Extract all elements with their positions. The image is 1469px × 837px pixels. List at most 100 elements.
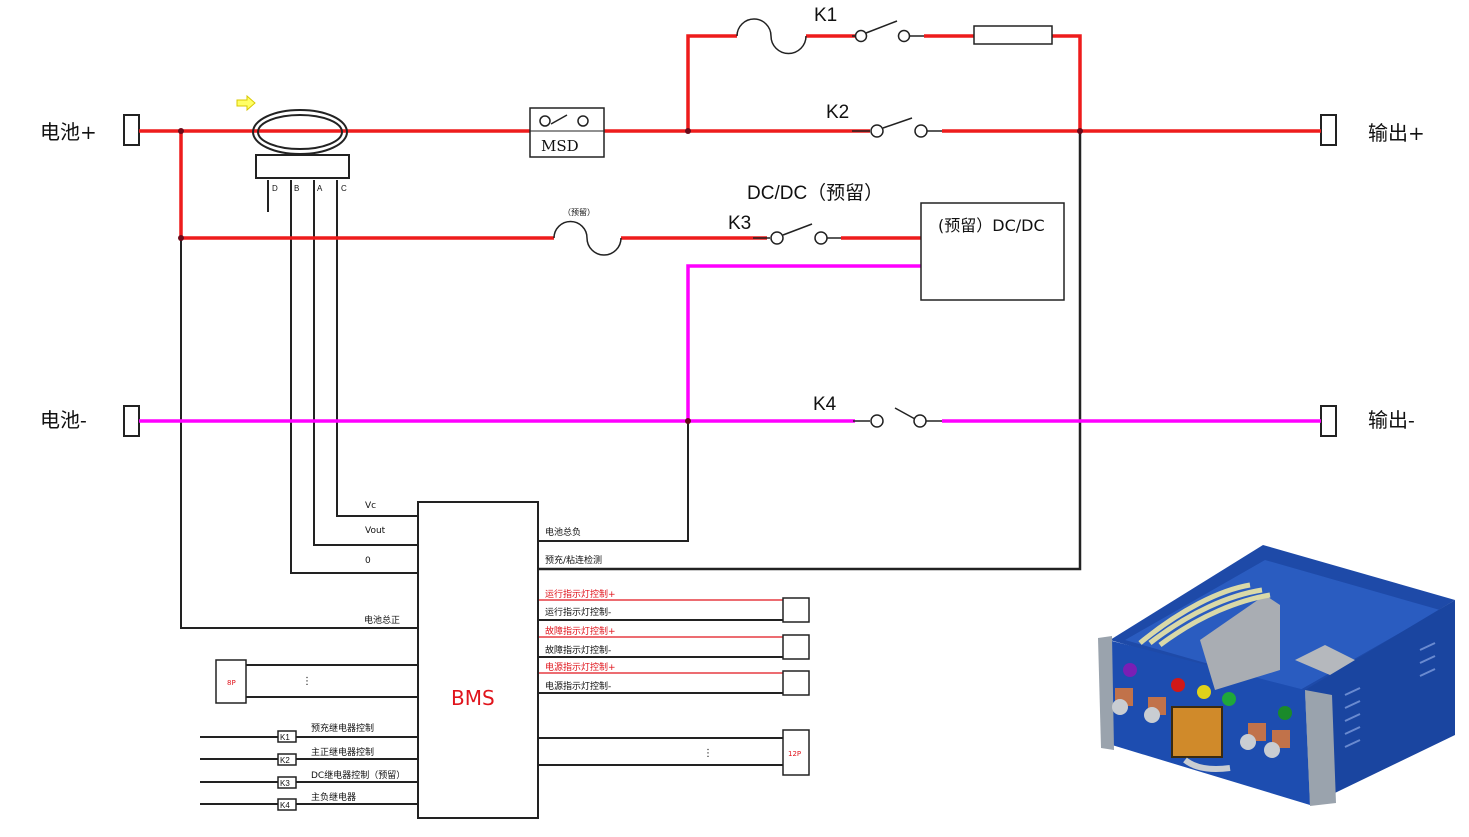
- connector-caps: [1112, 699, 1280, 758]
- fuse-reserved-note: （预留）: [563, 207, 595, 217]
- side-vents: [1344, 642, 1436, 748]
- precharge-resistor: [973, 25, 1053, 45]
- output-negative-label: 输出-: [1368, 408, 1415, 432]
- bms-input-vout: Vout: [365, 526, 386, 536]
- sensor-pin-d: D: [272, 184, 278, 193]
- internal-module: [1200, 595, 1280, 690]
- bms-block: [417, 501, 539, 819]
- bms-input-vc: Vc: [365, 501, 376, 511]
- wire-battery-total-positive: [180, 131, 418, 629]
- current-sensor: D B A C: [236, 94, 350, 193]
- relay-k1-switch: [852, 20, 924, 43]
- junction-dots: [178, 128, 1083, 424]
- signal-run-light-plus: 运行指示灯控制+: [545, 588, 616, 600]
- arrow-icon: [236, 94, 256, 112]
- dcdc-converter-box: [920, 202, 1065, 301]
- bms-input-zero: 0: [365, 556, 371, 566]
- rack-ear-right: [1305, 690, 1336, 806]
- negative-circuit: [139, 264, 1321, 423]
- svg-text:K1: K1: [280, 733, 290, 742]
- indicator-lamp-red: [1171, 678, 1185, 692]
- relay-control-k2: K2 主正继电器控制: [277, 746, 374, 766]
- bms-label: BMS: [451, 686, 495, 710]
- enclosure-inner-floor: [1125, 560, 1440, 690]
- connector-12p-ellipsis: ⋮: [703, 748, 713, 759]
- junction-dot: [685, 418, 691, 424]
- power-light-box: [782, 670, 810, 696]
- indicator-lamp-yellow: [1197, 685, 1211, 699]
- internal-module-2: [1295, 645, 1355, 675]
- relay-control-k4: K4 主负继电器: [277, 791, 356, 811]
- output-positive-label: 输出+: [1368, 121, 1425, 145]
- sensor-pin-b: B: [294, 184, 299, 193]
- battery-positive-label: 电池+: [40, 120, 97, 144]
- fuse-dcdc-branch: [553, 220, 622, 256]
- indicator-lamp-green: [1222, 692, 1236, 706]
- relay-k3-switch: [753, 223, 841, 245]
- msd-switch: MSD: [529, 107, 605, 158]
- handle: [1183, 757, 1231, 772]
- battery-negative-terminal: [123, 405, 140, 437]
- svg-text:K4: K4: [280, 801, 290, 810]
- rack-ear-left: [1098, 636, 1114, 750]
- battery-positive-terminal: [123, 114, 140, 146]
- relay-k2-switch: [852, 117, 942, 138]
- wire-k1-branch-right: [1052, 34, 1082, 131]
- bms-input-total-positive: 电池总正: [364, 614, 400, 626]
- wire-dcdc-negative: [686, 264, 921, 421]
- indicator-lamp-purple: [1123, 663, 1137, 677]
- svg-text:K3: K3: [280, 779, 290, 788]
- positive-circuit: [139, 34, 1321, 240]
- wire-k1-branch-left: [686, 34, 737, 131]
- dcdc-box-label: (预留）DC/DC: [938, 216, 1045, 235]
- signal-power-light-plus: 电源指示灯控制+: [545, 661, 616, 673]
- product-render: [1098, 545, 1455, 806]
- busbars: [1138, 582, 1271, 648]
- battery-negative-label: 电池-: [40, 408, 87, 432]
- indicator-plus-wires: [538, 599, 783, 674]
- signal-fault-light-minus: 故障指示灯控制-: [545, 644, 611, 656]
- sensor-pin-a: A: [317, 184, 323, 193]
- indicator-lamp-green-2: [1278, 706, 1292, 720]
- wire-k3-branch: [179, 131, 554, 240]
- bms-output-total-negative: 电池总负: [545, 526, 581, 538]
- fuse-k1-branch: [736, 18, 807, 55]
- signal-power-light-minus: 电源指示灯控制-: [545, 680, 611, 692]
- relay-control-k4-label: 主负继电器: [311, 791, 356, 803]
- relay-k4-label: K4: [813, 394, 837, 415]
- wire-sensor-a: [313, 180, 418, 546]
- connector-12p-label: 12P: [788, 750, 801, 758]
- junction-dot: [178, 235, 184, 241]
- enclosure-right-side: [1305, 600, 1455, 805]
- relay-k1-label: K1: [814, 5, 837, 26]
- relay-k4-switch: [853, 407, 942, 428]
- relay-control-k1: K1 预充继电器控制: [277, 722, 374, 743]
- relay-k3-label: K3: [728, 213, 751, 234]
- signal-wires: [180, 131, 1082, 805]
- svg-text:K2: K2: [280, 756, 290, 765]
- output-positive-terminal: [1320, 114, 1337, 146]
- bms-output-precharge-detect: 预充/粘连检测: [545, 554, 602, 566]
- msd-label: MSD: [541, 137, 579, 155]
- relay-control-k3: K3 DC继电器控制（预留）: [277, 769, 405, 789]
- fault-light-box: [782, 634, 810, 660]
- dcdc-header-label: DC/DC（预留）: [747, 182, 883, 204]
- wire-sensor-c: [336, 180, 418, 517]
- msd-plug: [1171, 706, 1223, 758]
- sensor-body: [255, 154, 350, 179]
- signal-run-light-minus: 运行指示灯控制-: [545, 606, 611, 618]
- sensor-ring-inner: [257, 114, 343, 150]
- connector-8p-ellipsis: ⋮: [302, 676, 312, 687]
- signal-fault-light-plus: 故障指示灯控制+: [545, 625, 616, 637]
- junction-dot: [1077, 128, 1083, 134]
- output-negative-terminal: [1320, 405, 1337, 437]
- run-light-box: [782, 597, 810, 623]
- relay-k2-label: K2: [826, 102, 849, 123]
- junction-dot: [178, 128, 184, 134]
- relay-control-k3-label: DC继电器控制（预留）: [311, 769, 405, 781]
- connector-8p-label: 8P: [227, 679, 236, 687]
- sensor-pin-c: C: [341, 184, 347, 193]
- relay-control-k2-label: 主正继电器控制: [311, 746, 374, 758]
- wire-precharge-detect: [538, 131, 1082, 571]
